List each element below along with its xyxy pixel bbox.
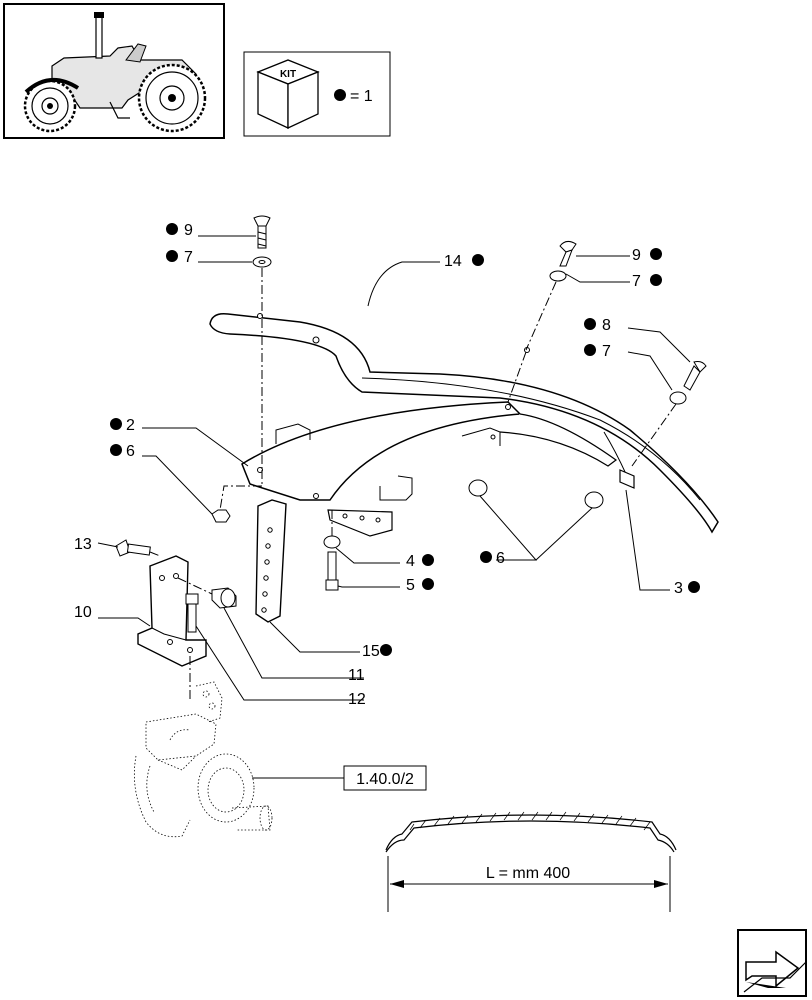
kit-bullet — [334, 89, 346, 101]
svg-text:7: 7 — [602, 343, 611, 360]
leader-lines — [97, 235, 691, 779]
svg-text:12: 12 — [348, 691, 366, 708]
svg-text:10: 10 — [74, 604, 92, 621]
bracket-10 — [137, 555, 207, 667]
fasteners — [115, 215, 707, 633]
svg-text:13: 13 — [74, 536, 92, 553]
callout-6-right: 6 — [480, 550, 505, 567]
callout-8: 8 — [584, 317, 611, 334]
callout-10: 10 — [74, 604, 92, 621]
tractor-thumbnail-icon — [3, 3, 225, 139]
svg-text:6: 6 — [496, 550, 505, 567]
callout-9-right: 9 — [632, 247, 662, 264]
assembly-axes — [149, 268, 677, 700]
svg-text:8: 8 — [602, 317, 611, 334]
fender-outer — [209, 312, 719, 534]
next-page-arrow-icon[interactable] — [737, 929, 807, 997]
svg-text:9: 9 — [184, 222, 193, 239]
axle-housing — [134, 681, 273, 838]
svg-text:14: 14 — [444, 253, 462, 270]
svg-text:7: 7 — [632, 273, 641, 290]
bracket-15 — [255, 499, 287, 623]
callout-14: 14 — [444, 253, 484, 270]
svg-text:2: 2 — [126, 417, 135, 434]
kit-badge-text: KIT — [280, 69, 296, 80]
callout-2: 2 — [110, 417, 135, 434]
reference-label: 1.40.0/2 — [356, 771, 414, 788]
kit-box-icon: KIT — [256, 59, 320, 130]
callout-12: 12 — [348, 691, 366, 708]
fender-inner-plate — [241, 401, 635, 537]
callout-9-left: 9 — [166, 222, 193, 239]
callout-11: 11 — [348, 667, 365, 684]
kit-equals-label: = 1 — [350, 88, 373, 105]
dimension-label: L = mm 400 — [486, 865, 570, 882]
svg-text:9: 9 — [632, 247, 641, 264]
callout-4: 4 — [406, 553, 434, 570]
callout-7-right: 7 — [632, 273, 662, 290]
svg-text:5: 5 — [406, 577, 415, 594]
svg-text:3: 3 — [674, 580, 683, 597]
svg-text:15: 15 — [362, 643, 380, 660]
kit-legend: KIT = 1 — [243, 51, 391, 137]
callout-6-left: 6 — [110, 443, 135, 460]
callout-3: 3 — [674, 580, 700, 597]
svg-text:7: 7 — [184, 249, 193, 266]
reference-box[interactable]: 1.40.0/2 — [343, 765, 427, 791]
svg-text:6: 6 — [126, 443, 135, 460]
callout-15: 15 — [362, 643, 392, 660]
svg-text:11: 11 — [348, 667, 365, 684]
callout-5: 5 — [406, 577, 434, 594]
fender-profile-section: L = mm 400 — [385, 811, 677, 912]
svg-text:4: 4 — [406, 553, 415, 570]
callout-13: 13 — [74, 536, 92, 553]
callout-labels: 9 7 14 9 7 8 7 2 — [74, 222, 700, 708]
callout-7-left: 7 — [166, 249, 193, 266]
callout-7-right-lower: 7 — [584, 343, 611, 360]
